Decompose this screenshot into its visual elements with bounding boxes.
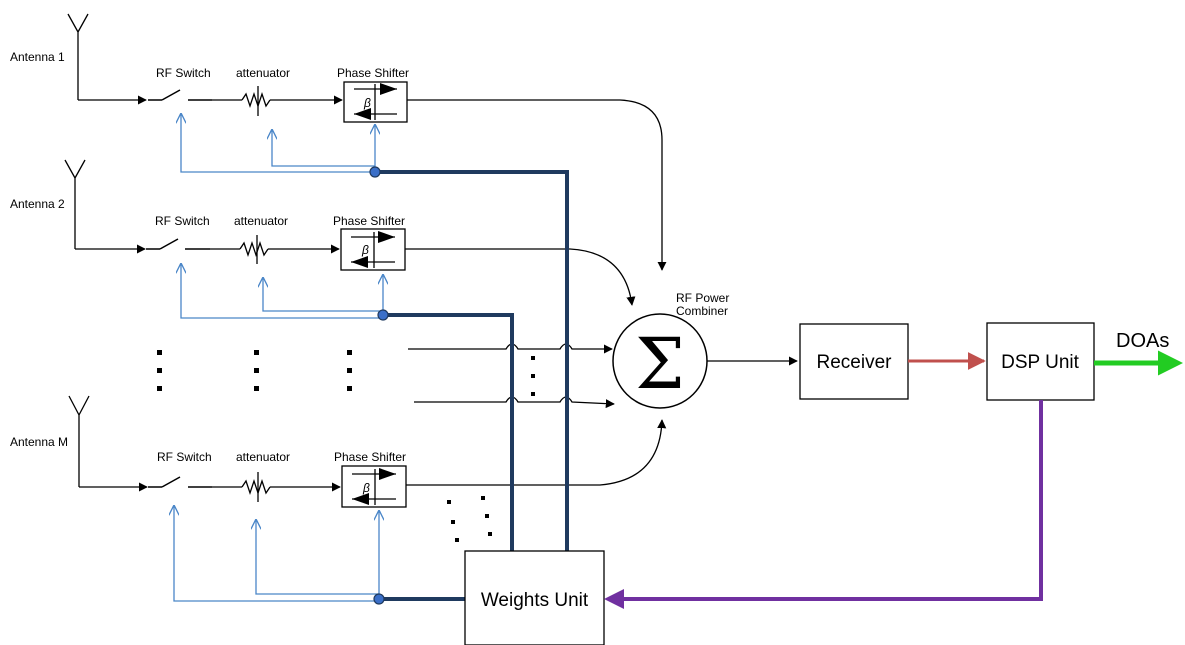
attenuator-icon xyxy=(239,235,269,264)
channel-m: Antenna M RF Switch attenuator β Phase S… xyxy=(10,395,667,602)
attenuator-label: attenuator xyxy=(234,214,288,228)
signal-line xyxy=(407,99,667,271)
phase-shifter-label: Phase Shifter xyxy=(337,66,409,80)
antenna-icon xyxy=(67,13,89,100)
rf-switch-icon xyxy=(148,89,212,101)
antenna-icon xyxy=(68,395,90,487)
control-lines xyxy=(174,506,379,602)
antenna-1-label: Antenna 1 xyxy=(10,50,65,64)
middle-signal-lines xyxy=(408,343,615,409)
signal-line xyxy=(406,419,667,486)
doas-label: DOAs xyxy=(1116,330,1169,352)
rf-switch-label: RF Switch xyxy=(157,450,212,464)
combiner-label-line2: Combiner xyxy=(676,304,728,318)
channel-1: Antenna 1 RF Switch attenuator β Phase S xyxy=(10,13,667,271)
ellipsis-dots xyxy=(157,350,535,542)
weights-unit-label: Weights Unit xyxy=(481,590,589,611)
receiver-label: Receiver xyxy=(817,352,893,373)
rf-switch-icon xyxy=(146,238,210,250)
weights-unit-box: Weights Unit xyxy=(464,550,605,645)
beta-symbol: β xyxy=(362,481,370,495)
sigma-icon: Σ xyxy=(635,323,685,405)
rf-switch-label: RF Switch xyxy=(155,214,210,228)
combiner-label-line1: RF Power xyxy=(676,291,729,305)
dsp-to-weights-line xyxy=(604,400,1043,609)
control-lines xyxy=(181,264,383,319)
phase-shifter-box: β xyxy=(340,228,406,271)
attenuator-icon xyxy=(241,86,271,116)
dsp-unit-label: DSP Unit xyxy=(1001,352,1080,373)
antenna-m-label: Antenna M xyxy=(10,435,68,449)
receiver-box: Receiver xyxy=(799,323,909,400)
dsp-unit-box: DSP Unit xyxy=(986,322,1095,401)
antenna-2-label: Antenna 2 xyxy=(10,197,65,211)
phase-shifter-box: β xyxy=(343,81,408,123)
phase-shifter-label: Phase Shifter xyxy=(333,214,405,228)
attenuator-icon xyxy=(241,472,271,502)
rf-switch-icon xyxy=(148,476,212,488)
phase-shifter-box: β xyxy=(341,465,407,508)
rf-power-combiner: Σ xyxy=(612,313,708,409)
attenuator-label: attenuator xyxy=(236,66,290,80)
control-lines xyxy=(181,114,375,173)
beta-symbol: β xyxy=(361,243,369,257)
rf-switch-label: RF Switch xyxy=(156,66,211,80)
phase-shifter-label: Phase Shifter xyxy=(334,450,406,464)
beta-symbol: β xyxy=(363,96,371,110)
attenuator-label: attenuator xyxy=(236,450,290,464)
signal-line xyxy=(405,248,636,306)
junction-dots xyxy=(369,166,389,605)
antenna-icon xyxy=(64,159,86,249)
weights-bus xyxy=(375,170,569,601)
channel-2: Antenna 2 RF Switch attenuator β Phase S… xyxy=(10,159,636,319)
